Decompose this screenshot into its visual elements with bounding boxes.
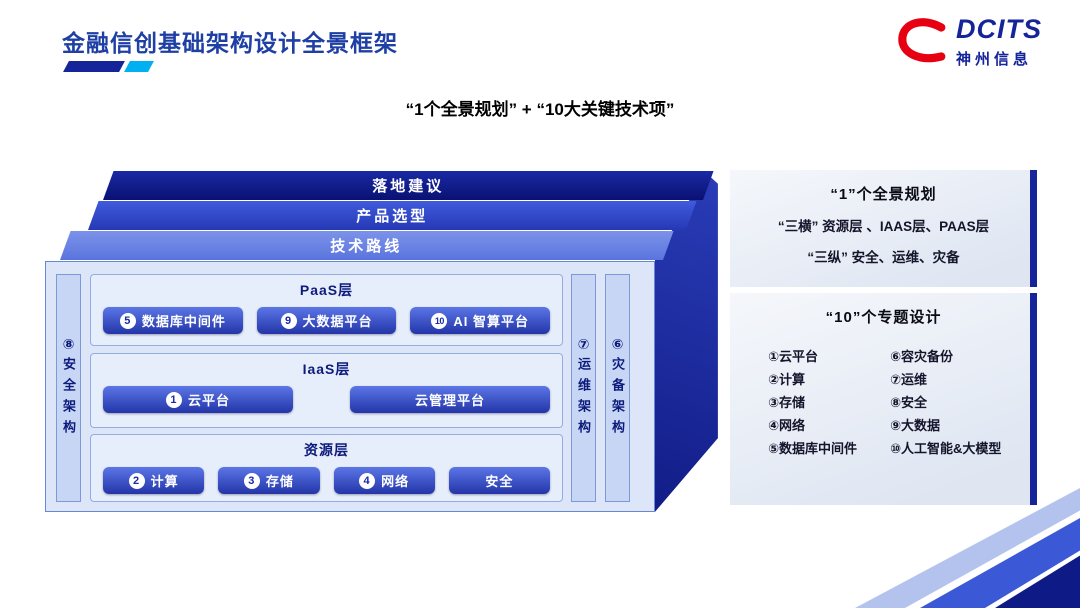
layer-bar-implementation-label: 落地建议 xyxy=(372,178,445,195)
layer-bar-product-selection-label: 产品选型 xyxy=(356,208,429,225)
layer-bar-product-selection: 产品选型 xyxy=(88,201,697,230)
corner-decoration xyxy=(830,483,1080,608)
bigdata-platform-number-badge: 9 xyxy=(280,312,297,329)
cloud-platform-label: 云平台 xyxy=(187,393,230,408)
panel-topics: “10”个专题设计 ①云平台 ②计算 ③存储 ④网络 ⑤数据库中间件 ⑥容灾备份… xyxy=(730,293,1037,505)
topic-item: ⑥容灾备份 xyxy=(890,349,954,364)
section-iaas: IaaS层 1 云平台 云管理平台 xyxy=(90,353,563,428)
button-database-middleware: 5 数据库中间件 xyxy=(103,307,243,334)
ops-architecture-label: 运维架构 xyxy=(576,356,591,441)
dcits-logo: DCITS 神州信息 xyxy=(896,14,1042,70)
panel-plan: “1”个全景规划 “三横” 资源层 、IAAS层、PAAS层 “三纵” 安全、运… xyxy=(730,170,1037,287)
compute-number-badge: 2 xyxy=(128,472,145,489)
layer-bar-implementation: 落地建议 xyxy=(103,171,714,200)
topic-item: ⑩人工智能&大模型 xyxy=(890,441,1002,456)
company-text: 神州信息 xyxy=(956,50,1033,68)
topic-column-left: ①云平台 ②计算 ③存储 ④网络 ⑤数据库中间件 xyxy=(768,345,890,460)
compute-label: 计算 xyxy=(150,474,179,489)
ai-platform-label: AI 智算平台 xyxy=(453,314,529,329)
underline-dark-bar xyxy=(63,61,125,72)
button-cloud-platform: 1 云平台 xyxy=(103,386,293,413)
underline-cyan-bar xyxy=(124,61,154,72)
stack-body: ⑧ 安全架构 PaaS层 5 数据库中间件 9 大数据平台 10 AI 智算平台 xyxy=(45,261,655,512)
cloud-mgmt-platform-label: 云管理平台 xyxy=(414,393,485,408)
network-label: 网络 xyxy=(381,474,410,489)
storage-number-badge: 3 xyxy=(243,472,260,489)
ai-platform-number-badge: 10 xyxy=(431,312,448,329)
slide-subtitle: “1个全景规划” + “10大关键技术项” xyxy=(405,100,675,119)
layer-bar-tech-roadmap-label: 技术路线 xyxy=(330,238,403,255)
security-architecture-number: ⑧ xyxy=(62,335,75,352)
ops-architecture-vbar: ⑦ 运维架构 xyxy=(571,274,596,502)
section-resource-buttons: 2 计算 3 存储 4 网络 安全 xyxy=(91,467,562,494)
security-architecture-vbar: ⑧ 安全架构 xyxy=(56,274,81,502)
panel-plan-line-2: “三纵” 安全、运维、灾备 xyxy=(807,250,960,265)
page-title: 金融信创基础架构设计全景框架 xyxy=(62,30,398,56)
topic-item: ⑧安全 xyxy=(890,395,928,410)
topic-column-right: ⑥容灾备份 ⑦运维 ⑧安全 ⑨大数据 ⑩人工智能&大模型 xyxy=(890,345,1001,460)
topic-item: ⑨大数据 xyxy=(890,418,941,433)
topic-item: ⑤数据库中间件 xyxy=(768,441,858,456)
database-middleware-label: 数据库中间件 xyxy=(141,314,226,329)
database-middleware-number-badge: 5 xyxy=(119,312,136,329)
button-bigdata-platform: 9 大数据平台 xyxy=(256,307,397,334)
section-paas: PaaS层 5 数据库中间件 9 大数据平台 10 AI 智算平台 xyxy=(90,274,563,346)
storage-label: 存储 xyxy=(265,474,294,489)
button-cloud-mgmt-platform: 云管理平台 xyxy=(350,386,550,413)
logo-swoosh-icon xyxy=(898,18,946,63)
section-resource-title: 资源层 xyxy=(304,442,349,458)
topic-item: ⑦运维 xyxy=(890,372,928,387)
button-security: 安全 xyxy=(448,467,550,494)
cloud-platform-number-badge: 1 xyxy=(165,391,182,408)
panel-topics-accent-bar xyxy=(1030,293,1037,505)
layer-bar-tech-roadmap: 技术路线 xyxy=(60,231,674,260)
button-network: 4 网络 xyxy=(333,467,435,494)
topic-item: ②计算 xyxy=(768,372,806,387)
network-number-badge: 4 xyxy=(359,472,376,489)
section-paas-buttons: 5 数据库中间件 9 大数据平台 10 AI 智算平台 xyxy=(91,307,562,334)
panel-plan-title: “1”个全景规划 xyxy=(830,186,937,203)
security-architecture-label: 安全架构 xyxy=(61,356,76,441)
section-iaas-title: IaaS层 xyxy=(302,361,351,377)
bigdata-platform-label: 大数据平台 xyxy=(302,314,373,329)
title-underline xyxy=(63,61,154,72)
section-resource: 资源层 2 计算 3 存储 4 网络 安全 xyxy=(90,434,563,502)
panel-plan-line-1: “三横” 资源层 、IAAS层、PAAS层 xyxy=(777,219,990,234)
topic-item: ①云平台 xyxy=(768,349,819,364)
button-compute: 2 计算 xyxy=(103,467,205,494)
button-storage: 3 存储 xyxy=(218,467,320,494)
panel-plan-accent-bar xyxy=(1030,170,1037,287)
security-label: 安全 xyxy=(485,474,514,489)
ops-architecture-number: ⑦ xyxy=(577,335,590,352)
brand-text: DCITS xyxy=(956,13,1042,44)
disaster-recovery-label: 灾备架构 xyxy=(610,356,625,441)
button-ai-platform: 10 AI 智算平台 xyxy=(410,307,551,334)
topic-item: ④网络 xyxy=(768,418,806,433)
panel-topics-title: “10”个专题设计 xyxy=(825,309,942,326)
topic-item: ③存储 xyxy=(768,395,806,410)
disaster-recovery-vbar: ⑥ 灾备架构 xyxy=(605,274,630,502)
section-paas-title: PaaS层 xyxy=(299,282,354,298)
topic-columns: ①云平台 ②计算 ③存储 ④网络 ⑤数据库中间件 ⑥容灾备份 ⑦运维 ⑧安全 ⑨… xyxy=(730,327,1037,460)
section-iaas-buttons: 1 云平台 云管理平台 xyxy=(91,386,562,413)
disaster-recovery-number: ⑥ xyxy=(611,335,624,352)
